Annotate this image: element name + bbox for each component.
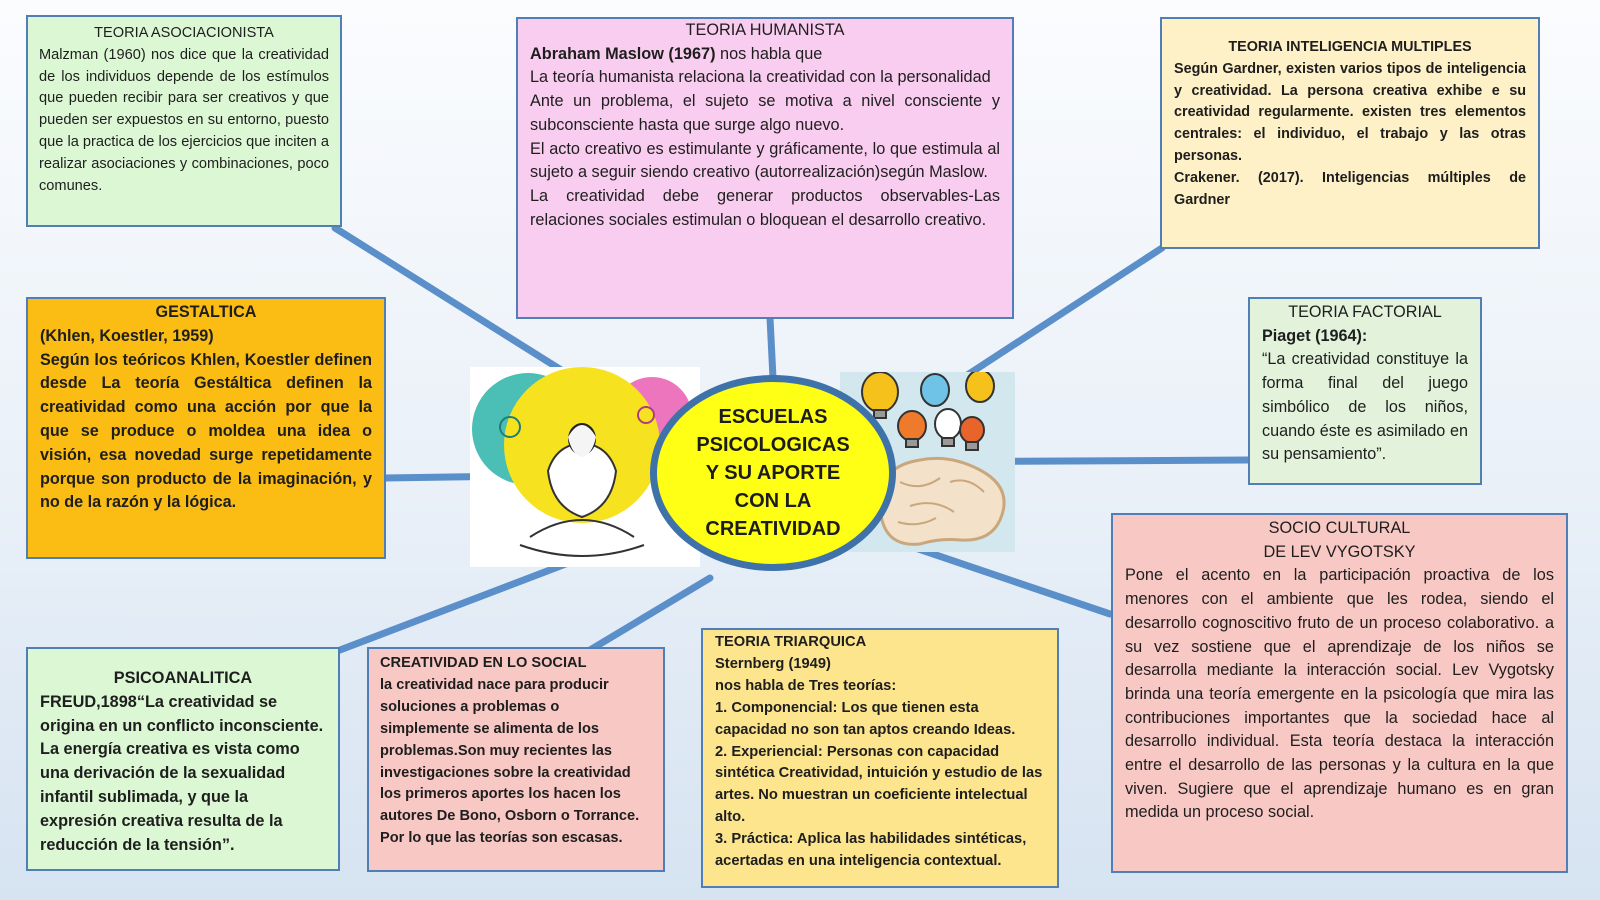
gestaltica-body: Según los teóricos Khlen, Koestler defin… bbox=[40, 350, 372, 512]
humanista-intro-line: Abraham Maslow (1967) nos habla que bbox=[530, 43, 1000, 67]
factorial-title: TEORIA FACTORIAL bbox=[1288, 303, 1442, 321]
humanista-p2: Ante un problema, el sujeto se motiva a … bbox=[530, 92, 1000, 134]
humanista-title: TEORIA HUMANISTA bbox=[685, 21, 845, 39]
node-psicoanalitica: PSICOANALITICA FREUD,1898“La creatividad… bbox=[26, 647, 340, 871]
central-line-1: ESCUELAS bbox=[718, 406, 828, 428]
social-body: la creatividad nace para producir soluci… bbox=[380, 676, 640, 847]
psicoanalitica-body: FREUD,1898“La creatividad se origina en … bbox=[40, 692, 324, 854]
node-inteligencias-multiples: TEORIA INTELIGENCIA MULTIPLES Según Gard… bbox=[1160, 17, 1540, 249]
multiples-p1: Según Gardner, existen varios tipos de i… bbox=[1174, 60, 1526, 164]
humanista-intro: nos habla que bbox=[715, 44, 823, 63]
asociacionista-title: TEORIA ASOCIACIONISTA bbox=[94, 25, 274, 41]
connector-social bbox=[586, 574, 714, 654]
social-title: CREATIVIDAD EN LO SOCIAL bbox=[380, 655, 587, 671]
central-topic-ellipse: ESCUELAS PSICOLOGICAS Y SU APORTE CON LA… bbox=[650, 375, 896, 571]
asociacionista-body: Malzman (1960) nos dice que la creativid… bbox=[39, 46, 329, 194]
sociocultural-title-2: DE LEV VYGOTSKY bbox=[1263, 542, 1416, 561]
central-line-5: CREATIVIDAD bbox=[705, 518, 841, 540]
multiples-p2: Crakener. (2017). Inteligencias múltiple… bbox=[1174, 169, 1526, 208]
central-topic-text: ESCUELAS PSICOLOGICAS Y SU APORTE CON LA… bbox=[696, 403, 849, 543]
humanista-p3: El acto creativo es estimulante y gráfic… bbox=[530, 139, 1000, 182]
psicoanalitica-title: PSICOANALITICA bbox=[113, 669, 253, 687]
bulbs-brain-art bbox=[861, 372, 1006, 546]
triarquica-line-3: 1. Componencial: Los que tienen esta cap… bbox=[715, 699, 1016, 738]
node-factorial: TEORIA FACTORIAL Piaget (1964): “La crea… bbox=[1248, 297, 1482, 485]
factorial-sub: Piaget (1964): bbox=[1262, 326, 1368, 345]
triarquica-title: TEORIA TRIARQUICA bbox=[715, 634, 867, 650]
connector-humanista bbox=[766, 314, 777, 382]
node-gestaltica: GESTALTICA (Khlen, Koestler, 1959) Según… bbox=[26, 297, 386, 559]
node-asociacionista: TEORIA ASOCIACIONISTA Malzman (1960) nos… bbox=[26, 15, 342, 227]
central-line-3: Y SU APORTE bbox=[705, 462, 841, 484]
sociocultural-body: Pone el acento en la participación proac… bbox=[1125, 566, 1554, 822]
humanista-p1: La teoría humanista relaciona la creativ… bbox=[530, 68, 991, 87]
multiples-title: TEORIA INTELIGENCIA MULTIPLES bbox=[1228, 39, 1472, 55]
node-creatividad-social: CREATIVIDAD EN LO SOCIAL la creatividad … bbox=[367, 647, 665, 872]
humanista-p4: La creatividad debe generar productos ob… bbox=[530, 186, 1000, 229]
humanista-author: Abraham Maslow (1967) bbox=[530, 44, 716, 63]
gestaltica-sub: (Khlen, Koestler, 1959) bbox=[40, 326, 214, 345]
node-humanista: TEORIA HUMANISTA Abraham Maslow (1967) n… bbox=[516, 17, 1014, 319]
node-sociocultural: SOCIO CULTURAL DE LEV VYGOTSKY Pone el a… bbox=[1111, 513, 1568, 873]
triarquica-line-2: nos habla de Tres teorías: bbox=[715, 677, 897, 694]
illustration-meditation bbox=[470, 367, 700, 567]
central-line-2: PSICOLOGICAS bbox=[696, 434, 850, 456]
node-triarquica: TEORIA TRIARQUICA Sternberg (1949) nos h… bbox=[701, 628, 1059, 888]
sociocultural-title-1: SOCIO CULTURAL bbox=[1268, 519, 1411, 537]
central-line-4: CON LA bbox=[734, 490, 812, 512]
gestaltica-title: GESTALTICA bbox=[155, 303, 257, 321]
triarquica-line-1: Sternberg (1949) bbox=[715, 655, 831, 672]
factorial-body: “La creatividad constituye la forma fina… bbox=[1262, 350, 1468, 464]
meditation-art bbox=[472, 367, 692, 557]
triarquica-line-4: 2. Experiencial: Personas con capacidad … bbox=[715, 743, 1043, 826]
triarquica-line-5: 3. Práctica: Aplica las habilidades sint… bbox=[715, 831, 1027, 870]
